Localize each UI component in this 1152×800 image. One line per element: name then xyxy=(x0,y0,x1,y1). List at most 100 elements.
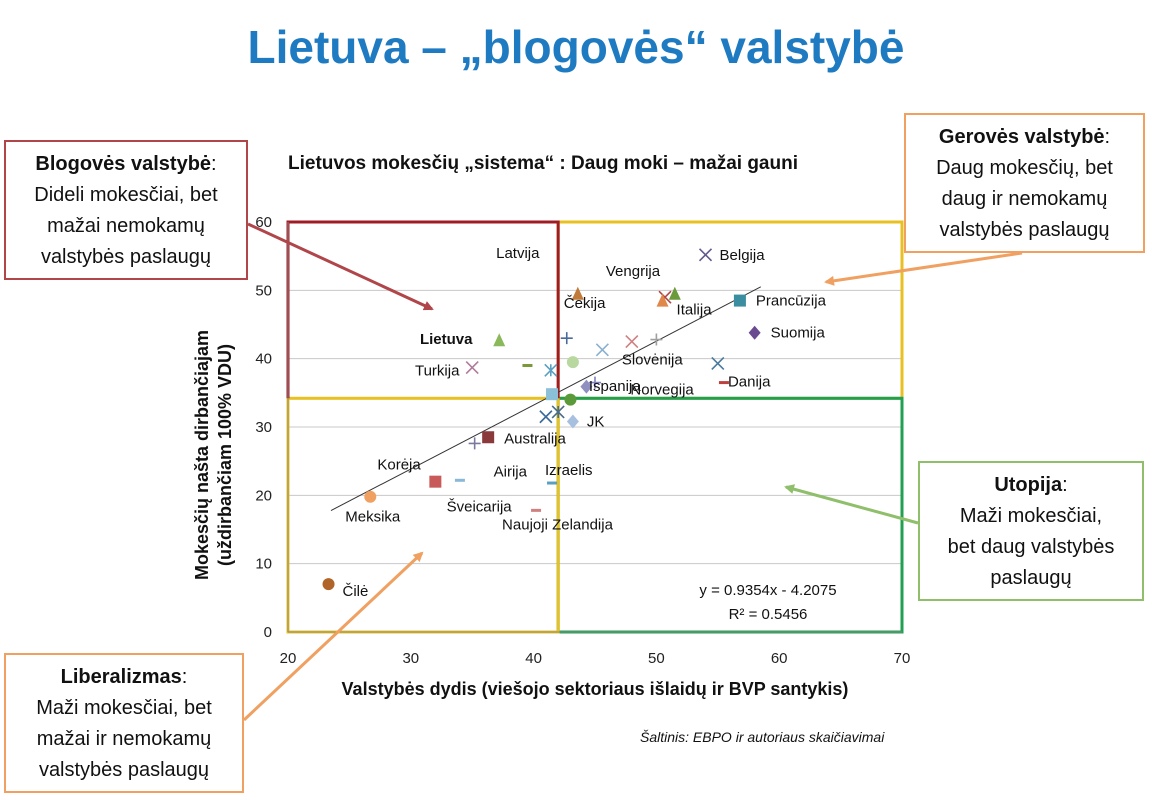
callout-line: paslaugų xyxy=(990,567,1072,589)
y-axis-label: Mokesčių našta dirbančiajam xyxy=(192,330,212,580)
point-label: Lietuva xyxy=(420,331,473,348)
y-tick-label: 30 xyxy=(255,419,272,436)
point-unlabeled xyxy=(564,393,577,406)
point-label: Danija xyxy=(728,374,771,391)
point-airija xyxy=(468,437,481,450)
point-label: Slovėnija xyxy=(622,352,684,369)
callout-line: mažai ir nemokamų xyxy=(36,728,212,750)
point-prancūzija xyxy=(733,294,746,307)
trendline xyxy=(330,286,762,511)
point-label: Naujoji Zelandija xyxy=(502,516,614,533)
callout-colon: : xyxy=(181,666,188,688)
y-tick-label: 0 xyxy=(264,624,272,641)
source-note: Šaltinis: EBPO ir autoriaus skaičiavimai xyxy=(640,729,885,745)
arrow-utopija xyxy=(784,484,919,525)
point-korėja xyxy=(429,475,442,488)
point-label: Čilė xyxy=(343,583,369,600)
point-čekija xyxy=(560,332,573,345)
y-axis-label-2: (uždirbančiam 100% VDU) xyxy=(215,344,235,566)
callout-title: Utopija xyxy=(994,474,1063,496)
callout-line: daug ir nemokamų xyxy=(941,188,1108,210)
callout-arrows xyxy=(242,222,1023,722)
point-label: Vengrija xyxy=(606,263,661,280)
callout-line: bet daug valstybės xyxy=(947,536,1115,558)
point-label: Australija xyxy=(504,430,566,447)
point-unlabeled xyxy=(595,343,609,357)
point-ispanija xyxy=(566,356,579,369)
page-title: Lietuva – „blogovės“ valstybė xyxy=(247,21,905,73)
callout-colon: : xyxy=(211,153,217,175)
point-label: Prancūzija xyxy=(756,293,827,310)
callout-title: Gerovės valstybė xyxy=(938,126,1105,148)
point-label: Čekija xyxy=(564,295,606,312)
callout-line: Maži mokesčiai, xyxy=(959,505,1103,527)
point-label: Ispanija xyxy=(589,378,641,395)
point-lietuva xyxy=(493,333,506,347)
point-unlabeled xyxy=(546,388,559,401)
point-label: Airija xyxy=(494,463,528,480)
point-label: JK xyxy=(587,414,605,431)
chart-title: Lietuvos mokesčių „sistema“ : Daug moki … xyxy=(288,153,798,174)
callout-line: mažai nemokamų xyxy=(47,215,205,237)
y-tick-label: 50 xyxy=(255,282,272,299)
callout-utopija: Utopija: Maži mokesčiai, bet daug valsty… xyxy=(918,461,1144,601)
point-slovėnija xyxy=(625,335,639,349)
point-belgija xyxy=(698,248,713,262)
point-italija xyxy=(656,293,669,307)
point-label: Meksika xyxy=(345,509,401,526)
y-tick-label: 60 xyxy=(255,214,272,231)
x-tick-label: 30 xyxy=(402,650,419,667)
callout-line: Daug mokesčių, bet xyxy=(936,157,1113,179)
point-unlabeled xyxy=(589,376,601,389)
point-unlabeled xyxy=(668,286,681,300)
trend-r2: R² = 0.5456 xyxy=(729,606,808,623)
point-label: Izraelis xyxy=(545,462,593,479)
point-label: Italija xyxy=(677,302,713,319)
trendline-path xyxy=(330,286,762,511)
point-unlabeled xyxy=(551,405,565,419)
y-tick-label: 40 xyxy=(255,351,272,368)
x-tick-label: 20 xyxy=(280,650,297,667)
callout-colon: : xyxy=(1062,474,1068,496)
point-label: Norvegija xyxy=(630,382,694,399)
callout-title: Blogovės valstybė xyxy=(35,153,212,175)
arrow-liberalizmas xyxy=(242,551,424,722)
callout-line: Dideli mokesčiai, bet xyxy=(34,184,218,206)
point-label: Šveicarija xyxy=(447,498,513,515)
point-label: Belgija xyxy=(720,247,766,264)
arrow-gerove xyxy=(824,251,1023,286)
point-turkija xyxy=(465,360,479,375)
x-tick-label: 60 xyxy=(771,650,788,667)
point-label: Korėja xyxy=(377,457,421,474)
x-tick-label: 50 xyxy=(648,650,665,667)
y-tick-label: 20 xyxy=(255,487,272,504)
callout-line: Maži mokesčiai, bet xyxy=(36,697,212,719)
point-unlabeled xyxy=(650,333,663,346)
point-suomija xyxy=(748,325,761,340)
point-unlabeled xyxy=(539,410,553,424)
point-label: Suomija xyxy=(771,325,826,342)
trend-equation: y = 0.9354x - 4.2075 xyxy=(699,582,836,599)
callout-colon: : xyxy=(1104,126,1111,148)
point-unlabeled xyxy=(711,356,725,371)
callout-blogove: Blogovės valstybė: Dideli mokesčiai, bet… xyxy=(4,140,248,280)
callout-line: valstybės paslaugų xyxy=(939,219,1110,241)
point-latvija xyxy=(571,286,584,300)
arrow-blogove xyxy=(247,222,434,311)
point-jk xyxy=(566,414,579,429)
x-axis-label: Valstybės dydis (viešojo sektoriaus išla… xyxy=(342,679,849,699)
point-label: Latvija xyxy=(496,245,540,262)
callout-title: Liberalizmas xyxy=(60,666,182,688)
y-tick-label: 10 xyxy=(255,556,272,573)
data-points xyxy=(322,248,761,591)
point-meksika xyxy=(364,490,377,503)
x-tick-label: 70 xyxy=(894,650,911,667)
callout-liberalizmas: Liberalizmas: Maži mokesčiai, bet mažai … xyxy=(4,653,244,793)
point-unlabeled xyxy=(544,363,558,377)
point-australija xyxy=(482,431,495,444)
point-label: Turkija xyxy=(415,363,460,380)
callout-line: valstybės paslaugų xyxy=(40,246,212,268)
